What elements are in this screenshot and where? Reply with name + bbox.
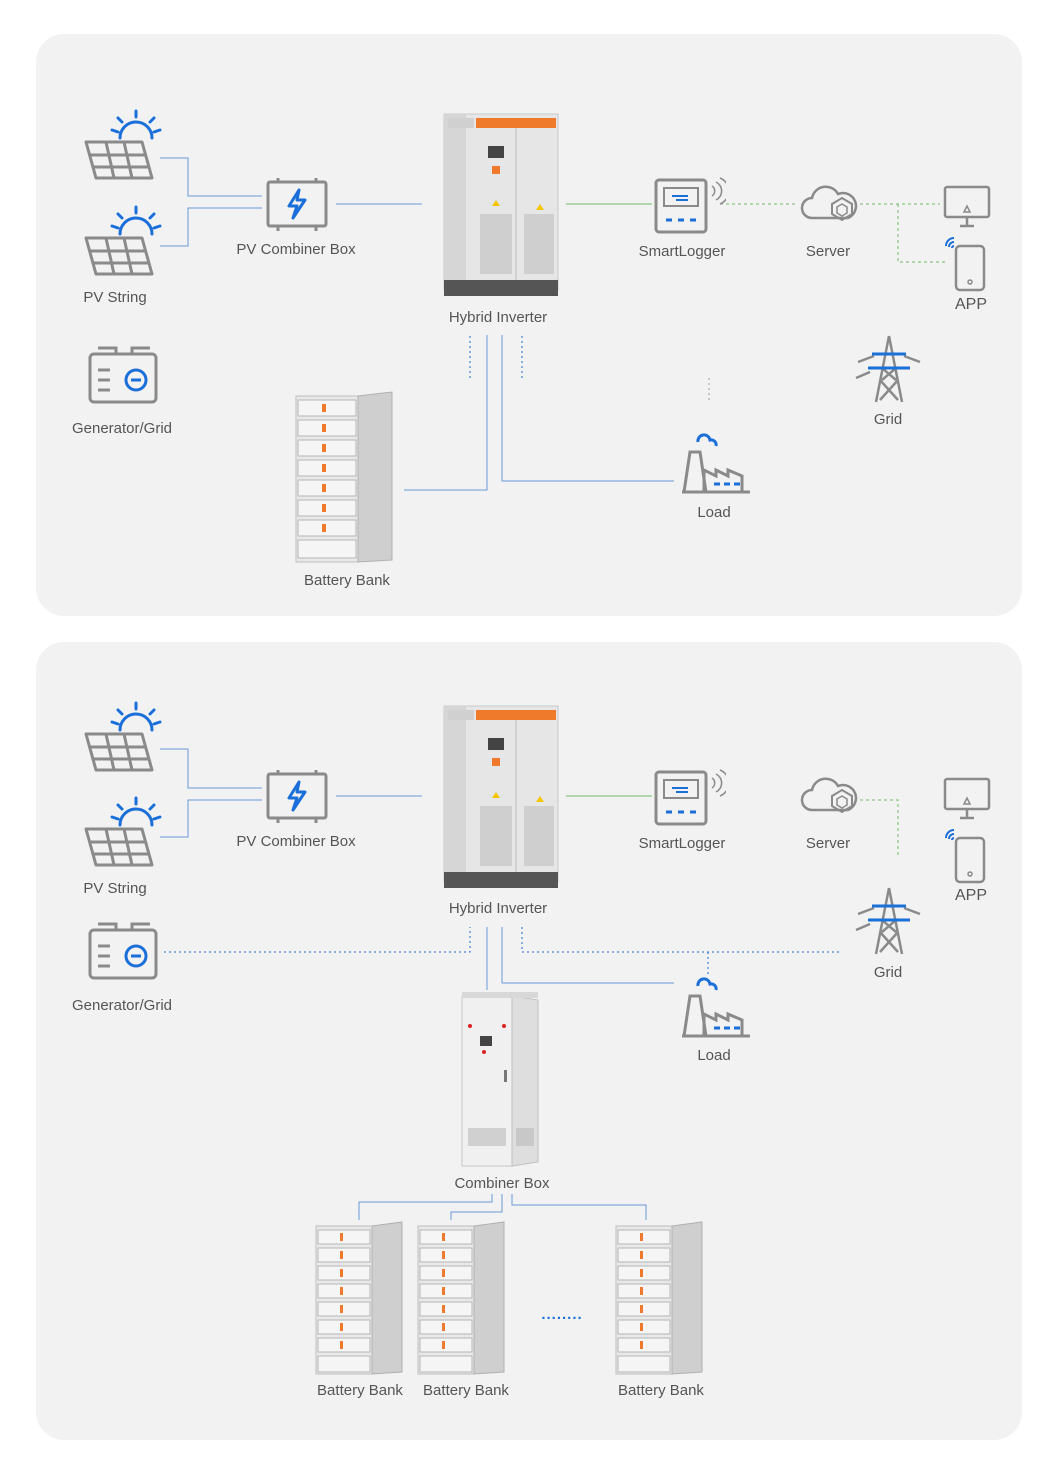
grid-label: Grid xyxy=(873,411,903,428)
phone-icon xyxy=(945,829,986,884)
app-label: APP xyxy=(954,887,988,904)
battery-bank-image xyxy=(295,391,393,563)
inverter-down-lines-bottom xyxy=(358,927,674,1220)
pv-combiner-box-label: PV Combiner Box xyxy=(236,241,356,258)
battery-bank-label: Battery Bank xyxy=(317,1382,403,1399)
generator-icon xyxy=(88,922,158,980)
generator-icon xyxy=(88,346,158,404)
solar-panel-icon xyxy=(84,701,162,772)
power-tower-icon xyxy=(855,335,921,403)
hybrid-inverter-image xyxy=(443,705,559,888)
app-label: APP xyxy=(954,296,988,313)
generator-grid-label: Generator/Grid xyxy=(71,997,173,1014)
combiner-box-label: Combiner Box xyxy=(454,1175,550,1192)
cloud-server-icon xyxy=(800,185,858,222)
ellipsis-dots: ........ xyxy=(541,1306,583,1323)
battery-bank-image xyxy=(417,1221,505,1375)
pv-combiner-icon xyxy=(266,770,328,823)
solar-panel-icon xyxy=(84,796,162,867)
hybrid-inverter-label: Hybrid Inverter xyxy=(448,309,548,326)
server-label: Server xyxy=(805,243,851,260)
pv-connector-top xyxy=(160,157,422,838)
smartlogger-label: SmartLogger xyxy=(638,835,726,852)
power-tower-icon xyxy=(855,887,921,955)
pv-combiner-box-label: PV Combiner Box xyxy=(236,833,356,850)
smartlogger-icon xyxy=(654,769,726,826)
cloud-server-icon xyxy=(800,777,858,814)
factory-icon xyxy=(682,433,750,494)
logger-server-link xyxy=(720,203,948,856)
dotted-lines-bottom xyxy=(164,927,842,975)
smartlogger-label: SmartLogger xyxy=(638,243,726,260)
pv-combiner-icon xyxy=(266,178,328,231)
hybrid-inverter-label: Hybrid Inverter xyxy=(448,900,548,917)
server-label: Server xyxy=(805,835,851,852)
load-label: Load xyxy=(697,504,731,521)
pv-string-label: PV String xyxy=(83,289,147,306)
battery-bank-image xyxy=(615,1221,703,1375)
generator-grid-label: Generator/Grid xyxy=(71,420,173,437)
solar-panel-icon xyxy=(84,205,162,276)
load-label: Load xyxy=(697,1047,731,1064)
monitor-icon xyxy=(943,185,991,228)
hybrid-inverter-image xyxy=(443,113,559,296)
battery-bank-label: Battery Bank xyxy=(618,1382,704,1399)
phone-icon xyxy=(945,237,986,292)
inverter-logger-link xyxy=(566,203,652,797)
smartlogger-icon xyxy=(654,177,726,234)
grid-label: Grid xyxy=(873,964,903,981)
battery-bank-image xyxy=(315,1221,403,1375)
dotted-lines-top xyxy=(469,336,523,380)
solar-panel-icon xyxy=(84,109,162,180)
inverter-down-lines-top xyxy=(404,335,674,491)
factory-icon xyxy=(682,977,750,1038)
monitor-icon xyxy=(943,777,991,820)
combiner-box-image xyxy=(461,992,539,1167)
battery-bank-label: Battery Bank xyxy=(304,572,390,589)
battery-bank-label: Battery Bank xyxy=(423,1382,509,1399)
pv-string-label: PV String xyxy=(83,880,147,897)
